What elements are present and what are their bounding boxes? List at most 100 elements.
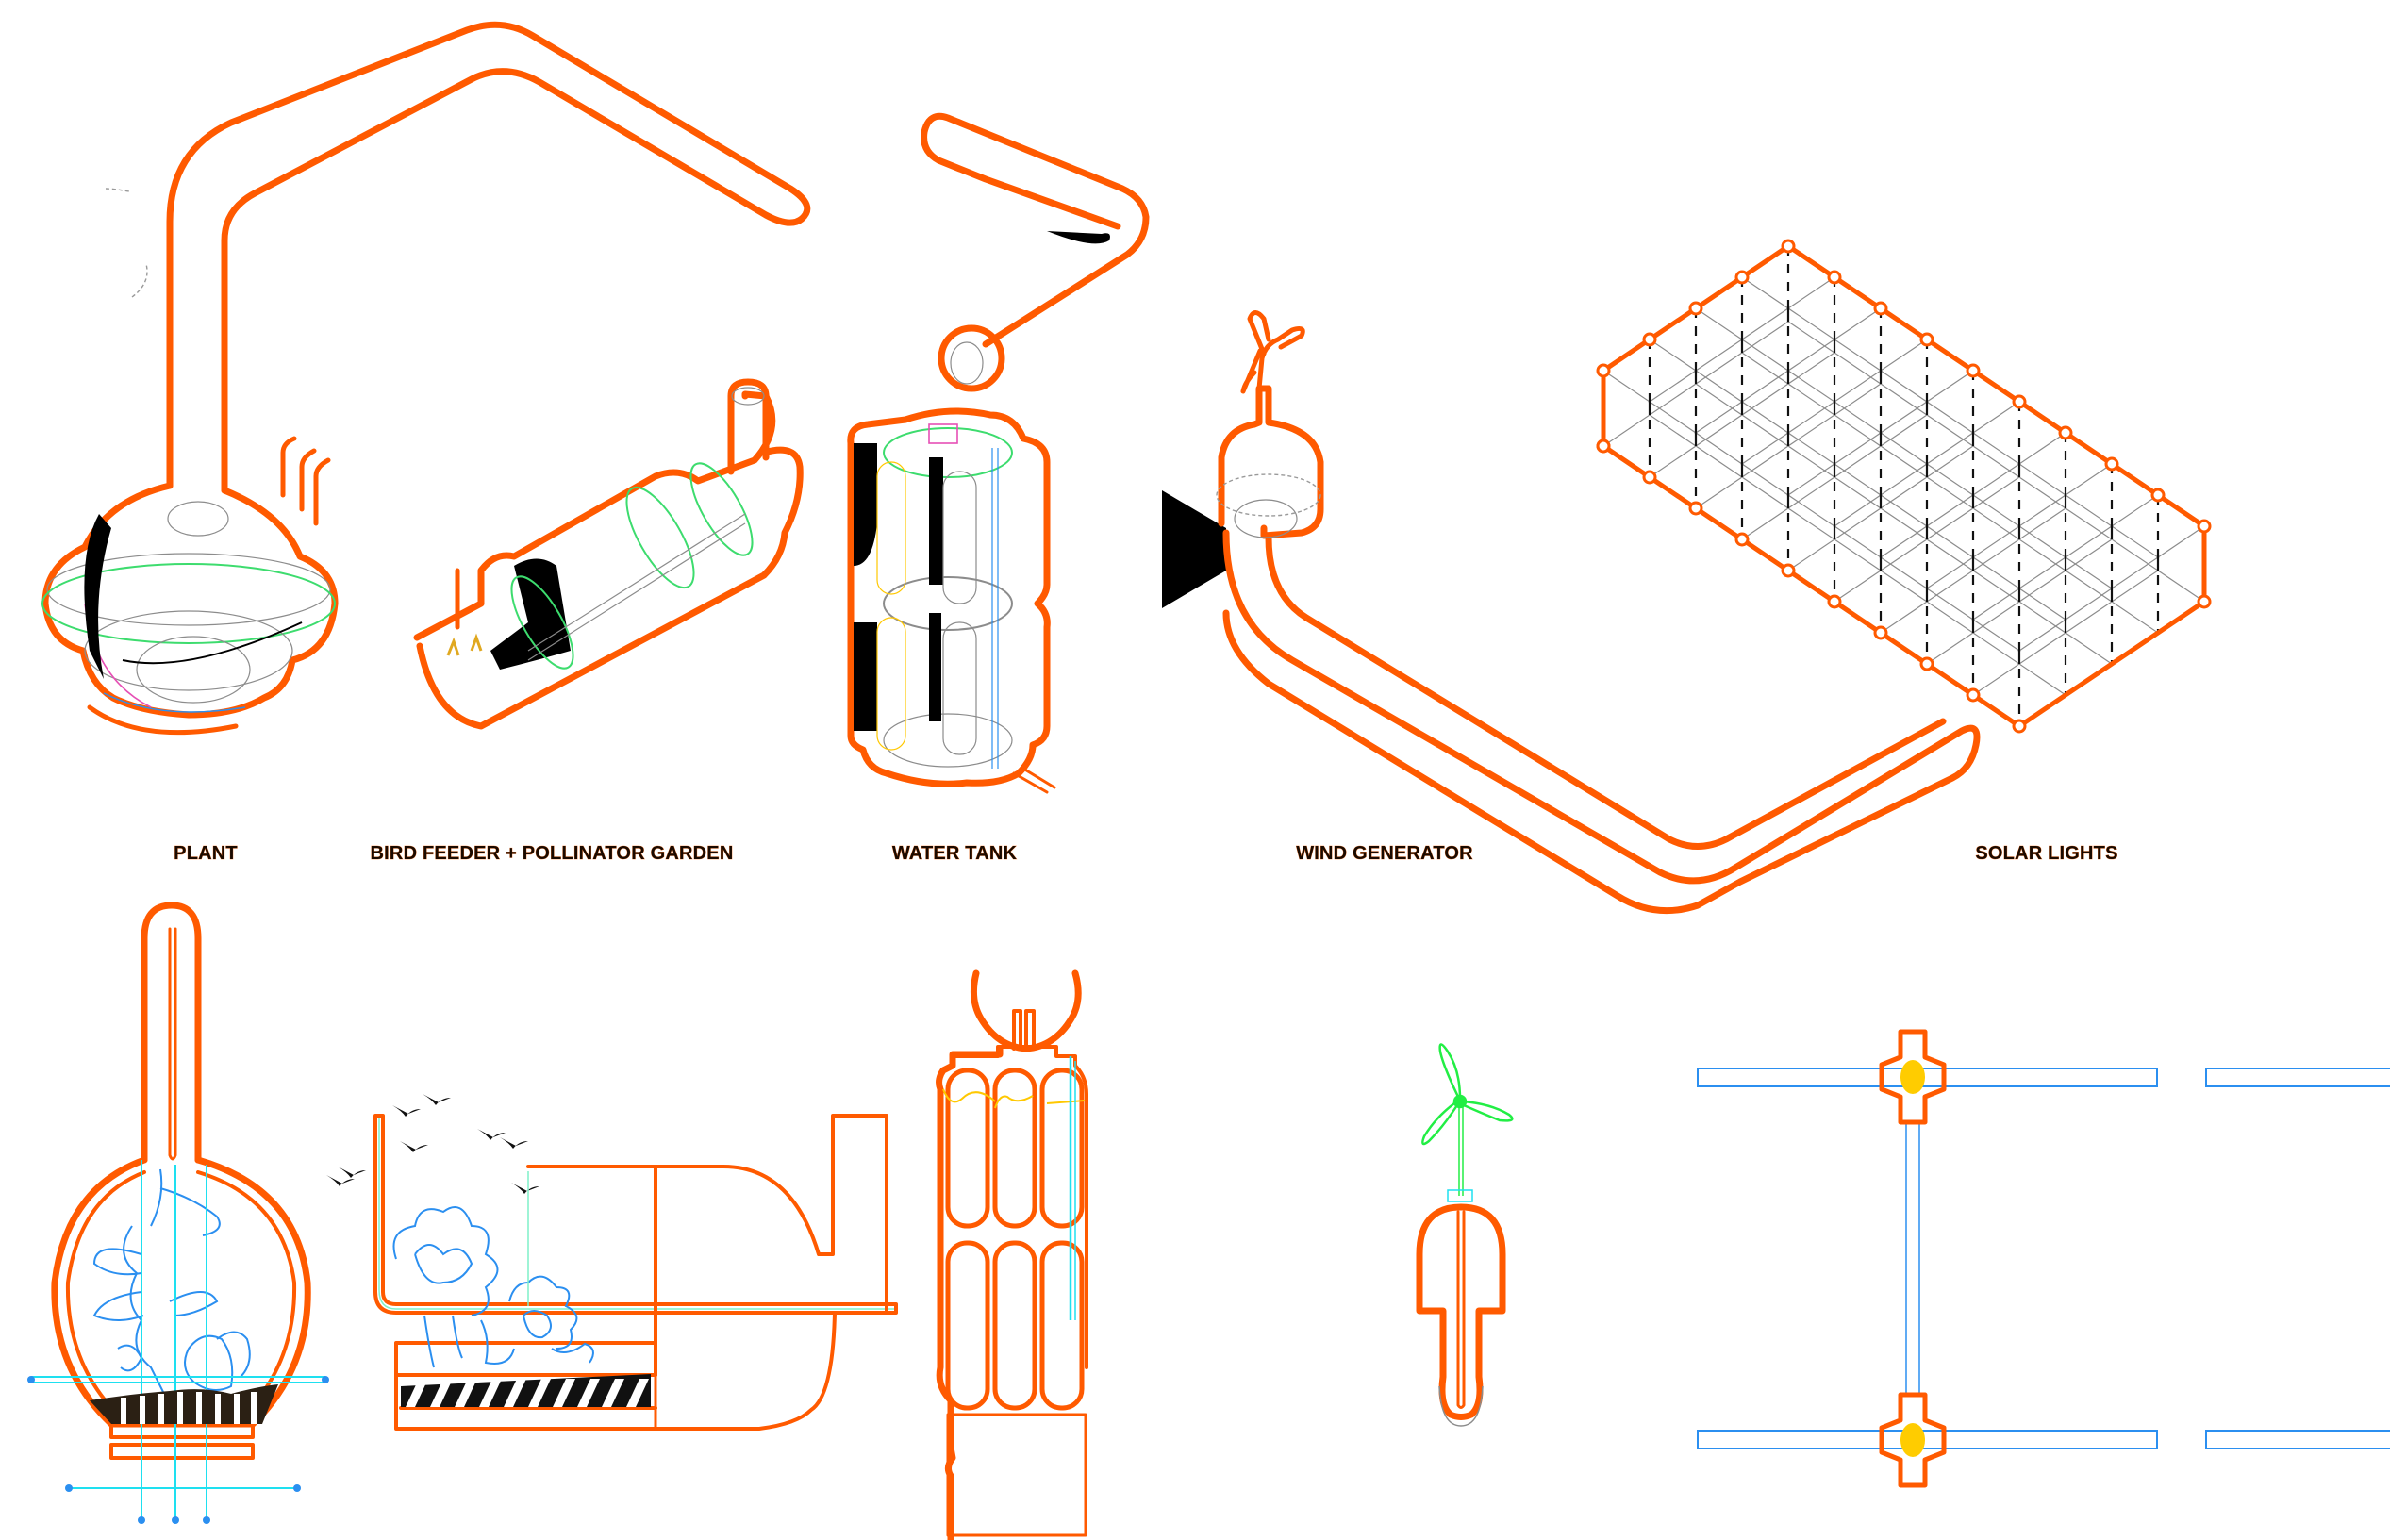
pollinator-plants [392,1206,594,1368]
cross-connector [1879,1029,1947,1125]
water-level-line [942,1088,1086,1109]
soil-hatch [553,1379,575,1407]
frame-strut [1649,339,2066,621]
label-wind-generator: WIND GENERATOR [1296,843,1473,864]
frame-strut [1649,414,2066,696]
bird-feeder-section-tray [373,1114,898,1315]
frame-connector [1873,301,1888,316]
frame-strut [1695,307,2113,589]
solar-lights-plan [1697,1029,2390,1488]
bottle-lower [1039,1240,1085,1411]
soil-hatch [504,1379,526,1407]
bird-icon [511,1183,539,1194]
soil-hatch [528,1379,551,1407]
bird-feeder-section-body [394,1114,888,1431]
bird-feeder-isometric [413,378,804,730]
plant-isometric [41,21,811,736]
frame-connector [2012,394,2027,409]
frame-outline [1601,243,2207,729]
solar-light-icon [1900,1060,1925,1094]
plant-section [27,902,329,1524]
bird-feeder-section [326,1094,898,1431]
bottle-upper [992,1068,1037,1229]
frame-connector [1688,501,1703,516]
water-tank-body [847,407,1051,787]
wind-generator-isometric [1162,310,1981,915]
frame-connector [2197,594,2212,609]
soil-hatch [455,1379,477,1407]
bird-icon [326,1175,355,1186]
wind-generator-section-dome [1416,1203,1506,1420]
frame-connector [1642,332,1657,347]
soil-hatch [626,1379,649,1407]
frame-connector [1873,625,1888,640]
plant-soil [90,1384,278,1424]
frame-connector [1966,687,1981,703]
frame-connector [1966,363,1981,378]
frame-connector [2197,519,2212,534]
wind-generator-section [1416,1043,1514,1427]
frame-connector [1781,239,1796,254]
soil-hatch [602,1379,624,1407]
frame-connector [1919,656,1934,671]
label-water-tank: WATER TANK [892,843,1018,864]
bird-feeder-body [413,390,776,641]
bird-icon [423,1094,451,1105]
wind-generator-shadow [1162,490,1226,608]
cross-connector [1879,1392,1947,1488]
water-tank-section [936,969,1088,1540]
plant-irrigation [31,1160,325,1520]
frame-connector [1734,270,1750,285]
water-tank-bottles [945,1068,1085,1411]
bird-icon [500,1137,528,1149]
bird-icon [392,1105,421,1117]
bird-feeder-soil [401,1374,651,1407]
solar-light-icon [1900,1423,1925,1457]
label-plant: PLANT [174,843,238,864]
bird-icon [477,1129,506,1140]
frame-connector [2058,425,2073,440]
label-bird-feeder: BIRD FEEDER + POLLINATOR GARDEN [371,843,734,864]
frame-strut [1695,383,2113,665]
bottle-lower [945,1240,990,1411]
frame-connector [1919,332,1934,347]
frame-connector [1827,270,1842,285]
frame-connector [1596,439,1611,454]
plant-foliage [92,1168,251,1397]
frame-strut [1602,370,2020,652]
frame-connector [2150,488,2166,503]
plant-pipe-outer [166,21,811,494]
frame-strut [1787,321,2205,603]
frame-connector [1596,363,1611,378]
plant-irrigation-nodes [27,1376,329,1524]
water-tank-pipe [921,112,1150,348]
soil-hatch [479,1379,502,1407]
soil-hatch [430,1379,453,1407]
frame-connector [1827,594,1842,609]
frame-strut [1741,352,2159,634]
plant-sphere [41,482,339,719]
plant-section-stem [141,902,202,1164]
bottle-upper [945,1068,990,1229]
frame-connector [1734,532,1750,547]
frame-connector [1688,301,1703,316]
solar-lights-isometric [1596,239,2212,734]
label-solar-lights: SOLAR LIGHTS [1975,843,2117,864]
frame-strut [1741,276,2159,558]
wind-generator-dome [1218,385,1324,539]
frame-connector [2012,719,2027,734]
bottle-lower [992,1240,1037,1411]
bird-icon [338,1167,366,1178]
bottle-upper [1039,1068,1085,1229]
birds [326,1094,539,1194]
soil-hatch [577,1379,600,1407]
bird-icon [400,1141,428,1152]
water-tank-isometric [847,112,1150,794]
turbine-blades [1421,1043,1514,1146]
frame-connector [2104,456,2119,472]
soil-hatch [406,1379,428,1407]
frame-connector [1781,563,1796,578]
wind-generator-pipe [1222,529,1981,915]
frame-connector [1642,470,1657,485]
